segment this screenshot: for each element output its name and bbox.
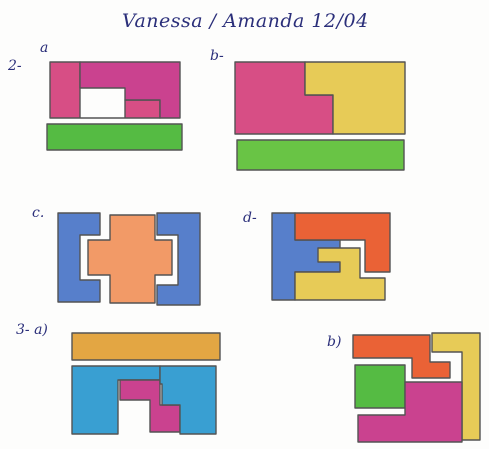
green-piece-3b [355, 365, 405, 408]
puzzle-b [235, 62, 405, 170]
puzzle-c [58, 213, 200, 305]
puzzle-d [272, 213, 390, 300]
green-bar-a [47, 124, 182, 150]
puzzle-3b [353, 333, 480, 442]
puzzle-a [47, 62, 182, 150]
puzzle-3a [72, 333, 220, 434]
green-bar-b [237, 140, 404, 170]
ochre-bar [72, 333, 220, 360]
